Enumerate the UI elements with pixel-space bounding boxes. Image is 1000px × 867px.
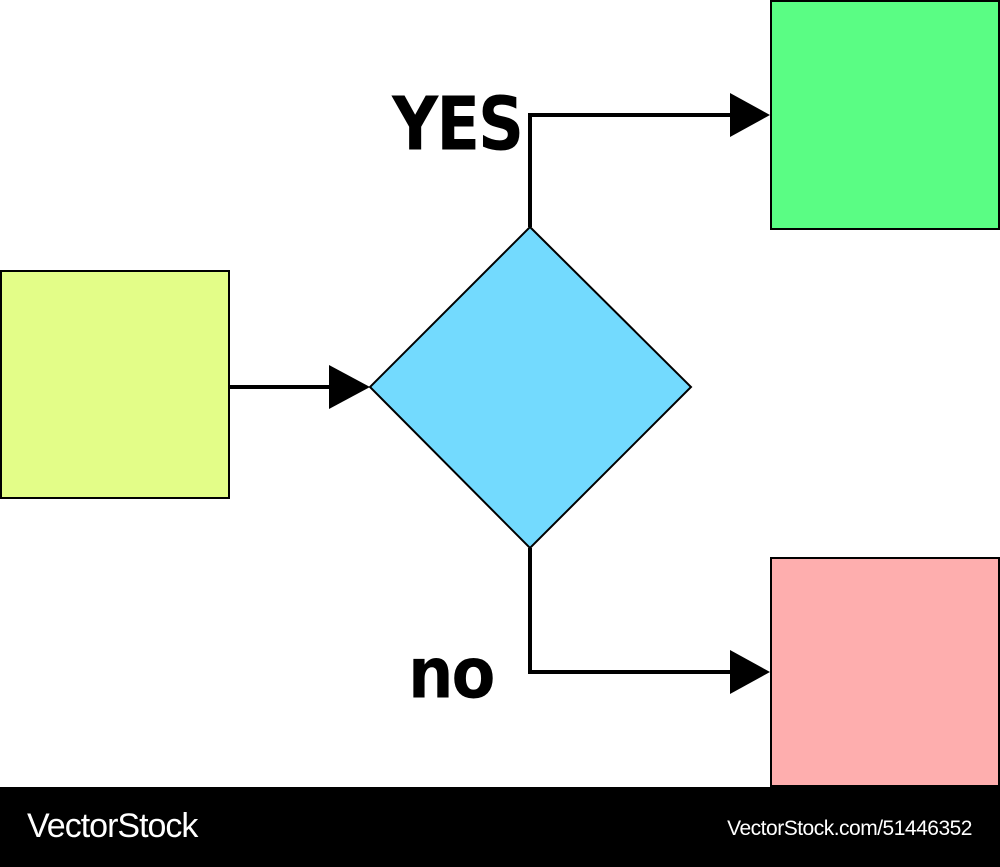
yes-connector	[528, 113, 735, 227]
decision-diamond	[368, 225, 693, 550]
flowchart-canvas: YES no	[0, 0, 1000, 787]
watermark-footer: VectorStock VectorStock.com/51446352	[0, 787, 1000, 867]
yes-outcome-box	[770, 0, 1000, 230]
no-connector	[528, 548, 735, 674]
brand-logo-text: VectorStock	[27, 807, 198, 845]
start-to-decision-arrowhead-icon	[329, 365, 370, 409]
no-outcome-box	[770, 557, 1000, 787]
image-reference: VectorStock.com/51446352	[727, 817, 972, 840]
yes-arrowhead-icon	[730, 93, 770, 137]
yes-label: YES	[391, 82, 522, 167]
start-box	[0, 270, 230, 499]
no-arrowhead-icon	[730, 650, 770, 694]
no-label: no	[408, 633, 494, 715]
